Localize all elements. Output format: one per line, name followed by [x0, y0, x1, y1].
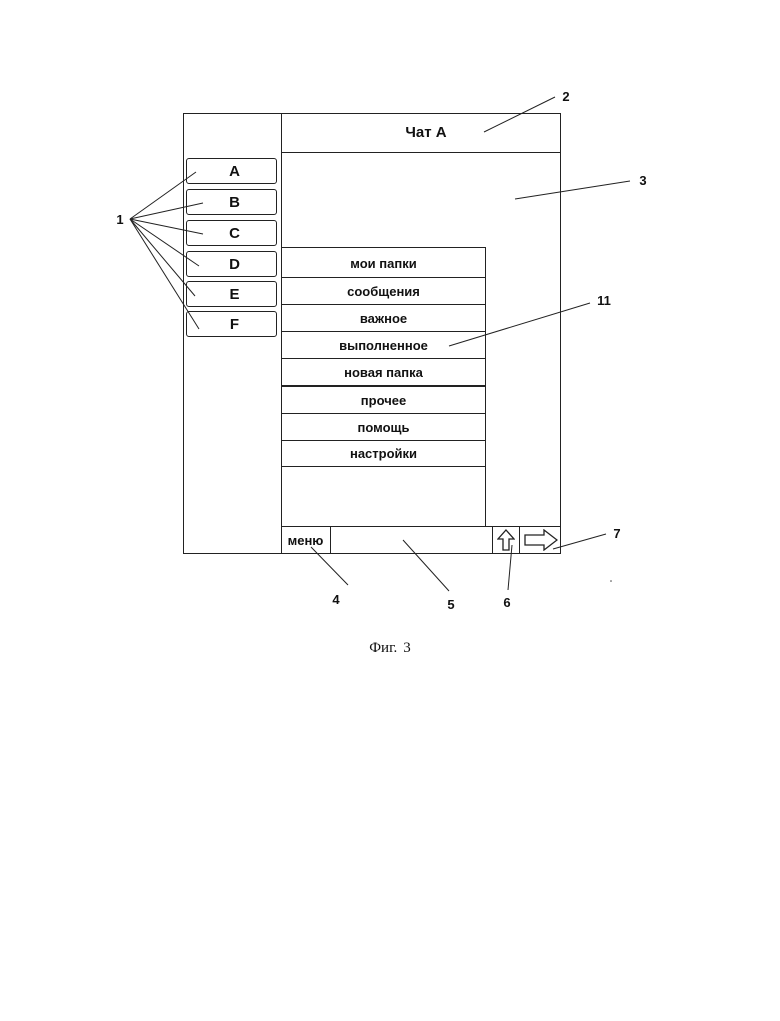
chat-button-c[interactable]: C: [186, 220, 277, 246]
right-arrow-icon: [524, 529, 558, 551]
chat-title: Чат A: [281, 113, 561, 152]
menu-item-my-folders[interactable]: мои папки: [281, 249, 486, 278]
chat-button-f[interactable]: F: [186, 311, 277, 337]
callout-1: 1: [110, 212, 130, 228]
callout-2: 2: [556, 89, 576, 105]
message-input[interactable]: [331, 527, 491, 553]
menu-item-help[interactable]: помощь: [281, 414, 486, 441]
up-button[interactable]: [492, 526, 520, 554]
callout-11: 11: [594, 293, 614, 309]
callout-7: 7: [607, 526, 627, 542]
chat-button-a[interactable]: A: [186, 158, 277, 184]
callout-6: 6: [497, 595, 517, 611]
menu-item-completed[interactable]: выполненное: [281, 332, 486, 359]
header-divider: [281, 152, 561, 153]
callout-3: 3: [633, 173, 653, 189]
caption-number: 3: [403, 640, 411, 656]
chat-button-d[interactable]: D: [186, 251, 277, 277]
chat-button-b[interactable]: B: [186, 189, 277, 215]
chat-button-e[interactable]: E: [186, 281, 277, 307]
send-button[interactable]: [520, 526, 561, 554]
menu-button[interactable]: меню: [281, 526, 331, 554]
figure-caption: Фиг. 3: [340, 640, 440, 660]
callout-4: 4: [326, 592, 346, 608]
menu-item-messages[interactable]: сообщения: [281, 278, 486, 305]
menu-item-settings[interactable]: настройки: [281, 441, 486, 467]
menu-item-new-folder[interactable]: новая папка: [281, 359, 486, 386]
callout-5: 5: [441, 597, 461, 613]
up-arrow-icon: [497, 529, 515, 551]
menu-item-important[interactable]: важное: [281, 305, 486, 332]
menu-item-other[interactable]: прочее: [281, 386, 486, 414]
caption-word: Фиг.: [369, 640, 397, 656]
